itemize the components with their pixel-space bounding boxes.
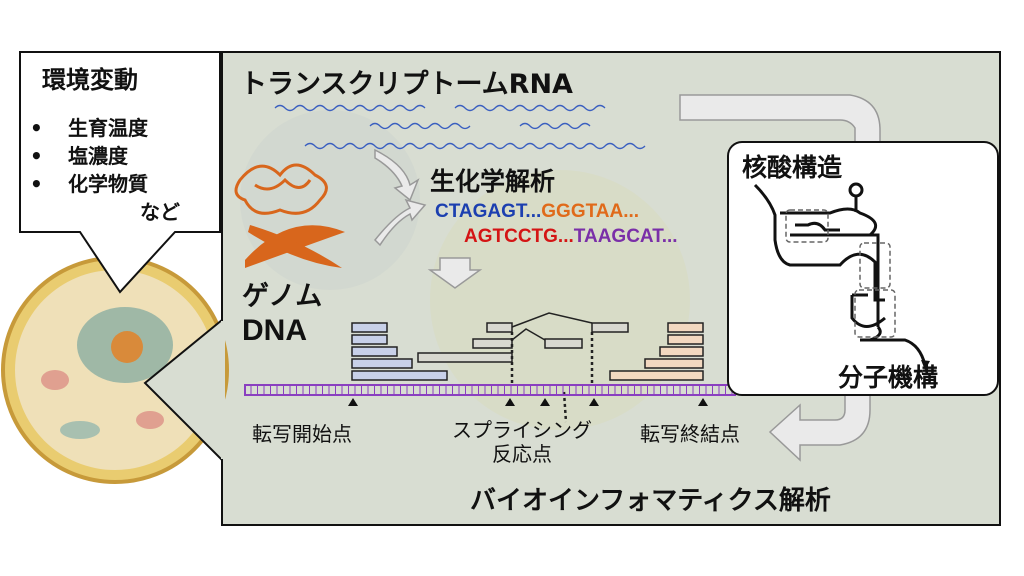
rna-waves xyxy=(274,104,646,150)
genome-line2: DNA xyxy=(242,314,307,347)
chromatin-icon xyxy=(234,163,328,215)
environment-list: •生育温度 •塩濃度 •化学物質 など xyxy=(30,116,180,224)
rna-structure-icon xyxy=(753,182,927,366)
env-item: 塩濃度 xyxy=(68,144,128,168)
curved-arrow-bottom xyxy=(768,394,871,462)
env-etc: など xyxy=(140,200,180,224)
cell-illustration xyxy=(1,256,229,484)
sequencing-reads xyxy=(351,312,704,423)
splice-label: スプライシング反応点 xyxy=(432,418,612,466)
biochem-title: 生化学解析 xyxy=(430,167,556,196)
tts-label: 転写終結点 xyxy=(640,422,740,446)
env-item: 化学物質 xyxy=(68,172,148,196)
sequence: GGGTAA... xyxy=(541,201,640,222)
environment-callout xyxy=(19,51,221,294)
sequence-row-2: AGTCCTG...TAAGCAT... xyxy=(464,226,678,248)
down-arrow-icon xyxy=(427,257,483,289)
sequence: CTAGAGT... xyxy=(435,201,542,222)
position-markers xyxy=(348,398,708,406)
sequence: AGTCCTG... xyxy=(464,226,574,247)
genome-line1: ゲノム xyxy=(242,281,323,312)
transcriptome-title: トランスクリプトームRNA xyxy=(240,69,573,100)
splice-line2: 反応点 xyxy=(492,442,552,466)
env-item: 生育温度 xyxy=(68,116,148,140)
sequence-row-1: CTAGAGT...GGGTAA... xyxy=(435,201,639,223)
environment-title: 環境変動 xyxy=(42,66,138,94)
mechanism-label: 分子機構 xyxy=(838,363,939,392)
structure-title: 核酸構造 xyxy=(742,153,843,182)
splice-line1: スプライシング xyxy=(452,418,592,442)
chromosome-icon xyxy=(245,225,345,268)
sequence: TAAGCAT... xyxy=(573,226,678,247)
tss-label: 転写開始点 xyxy=(252,422,352,446)
bioinformatics-title: バイオインフォマティクス解析 xyxy=(470,486,831,516)
structure-box xyxy=(727,141,999,396)
